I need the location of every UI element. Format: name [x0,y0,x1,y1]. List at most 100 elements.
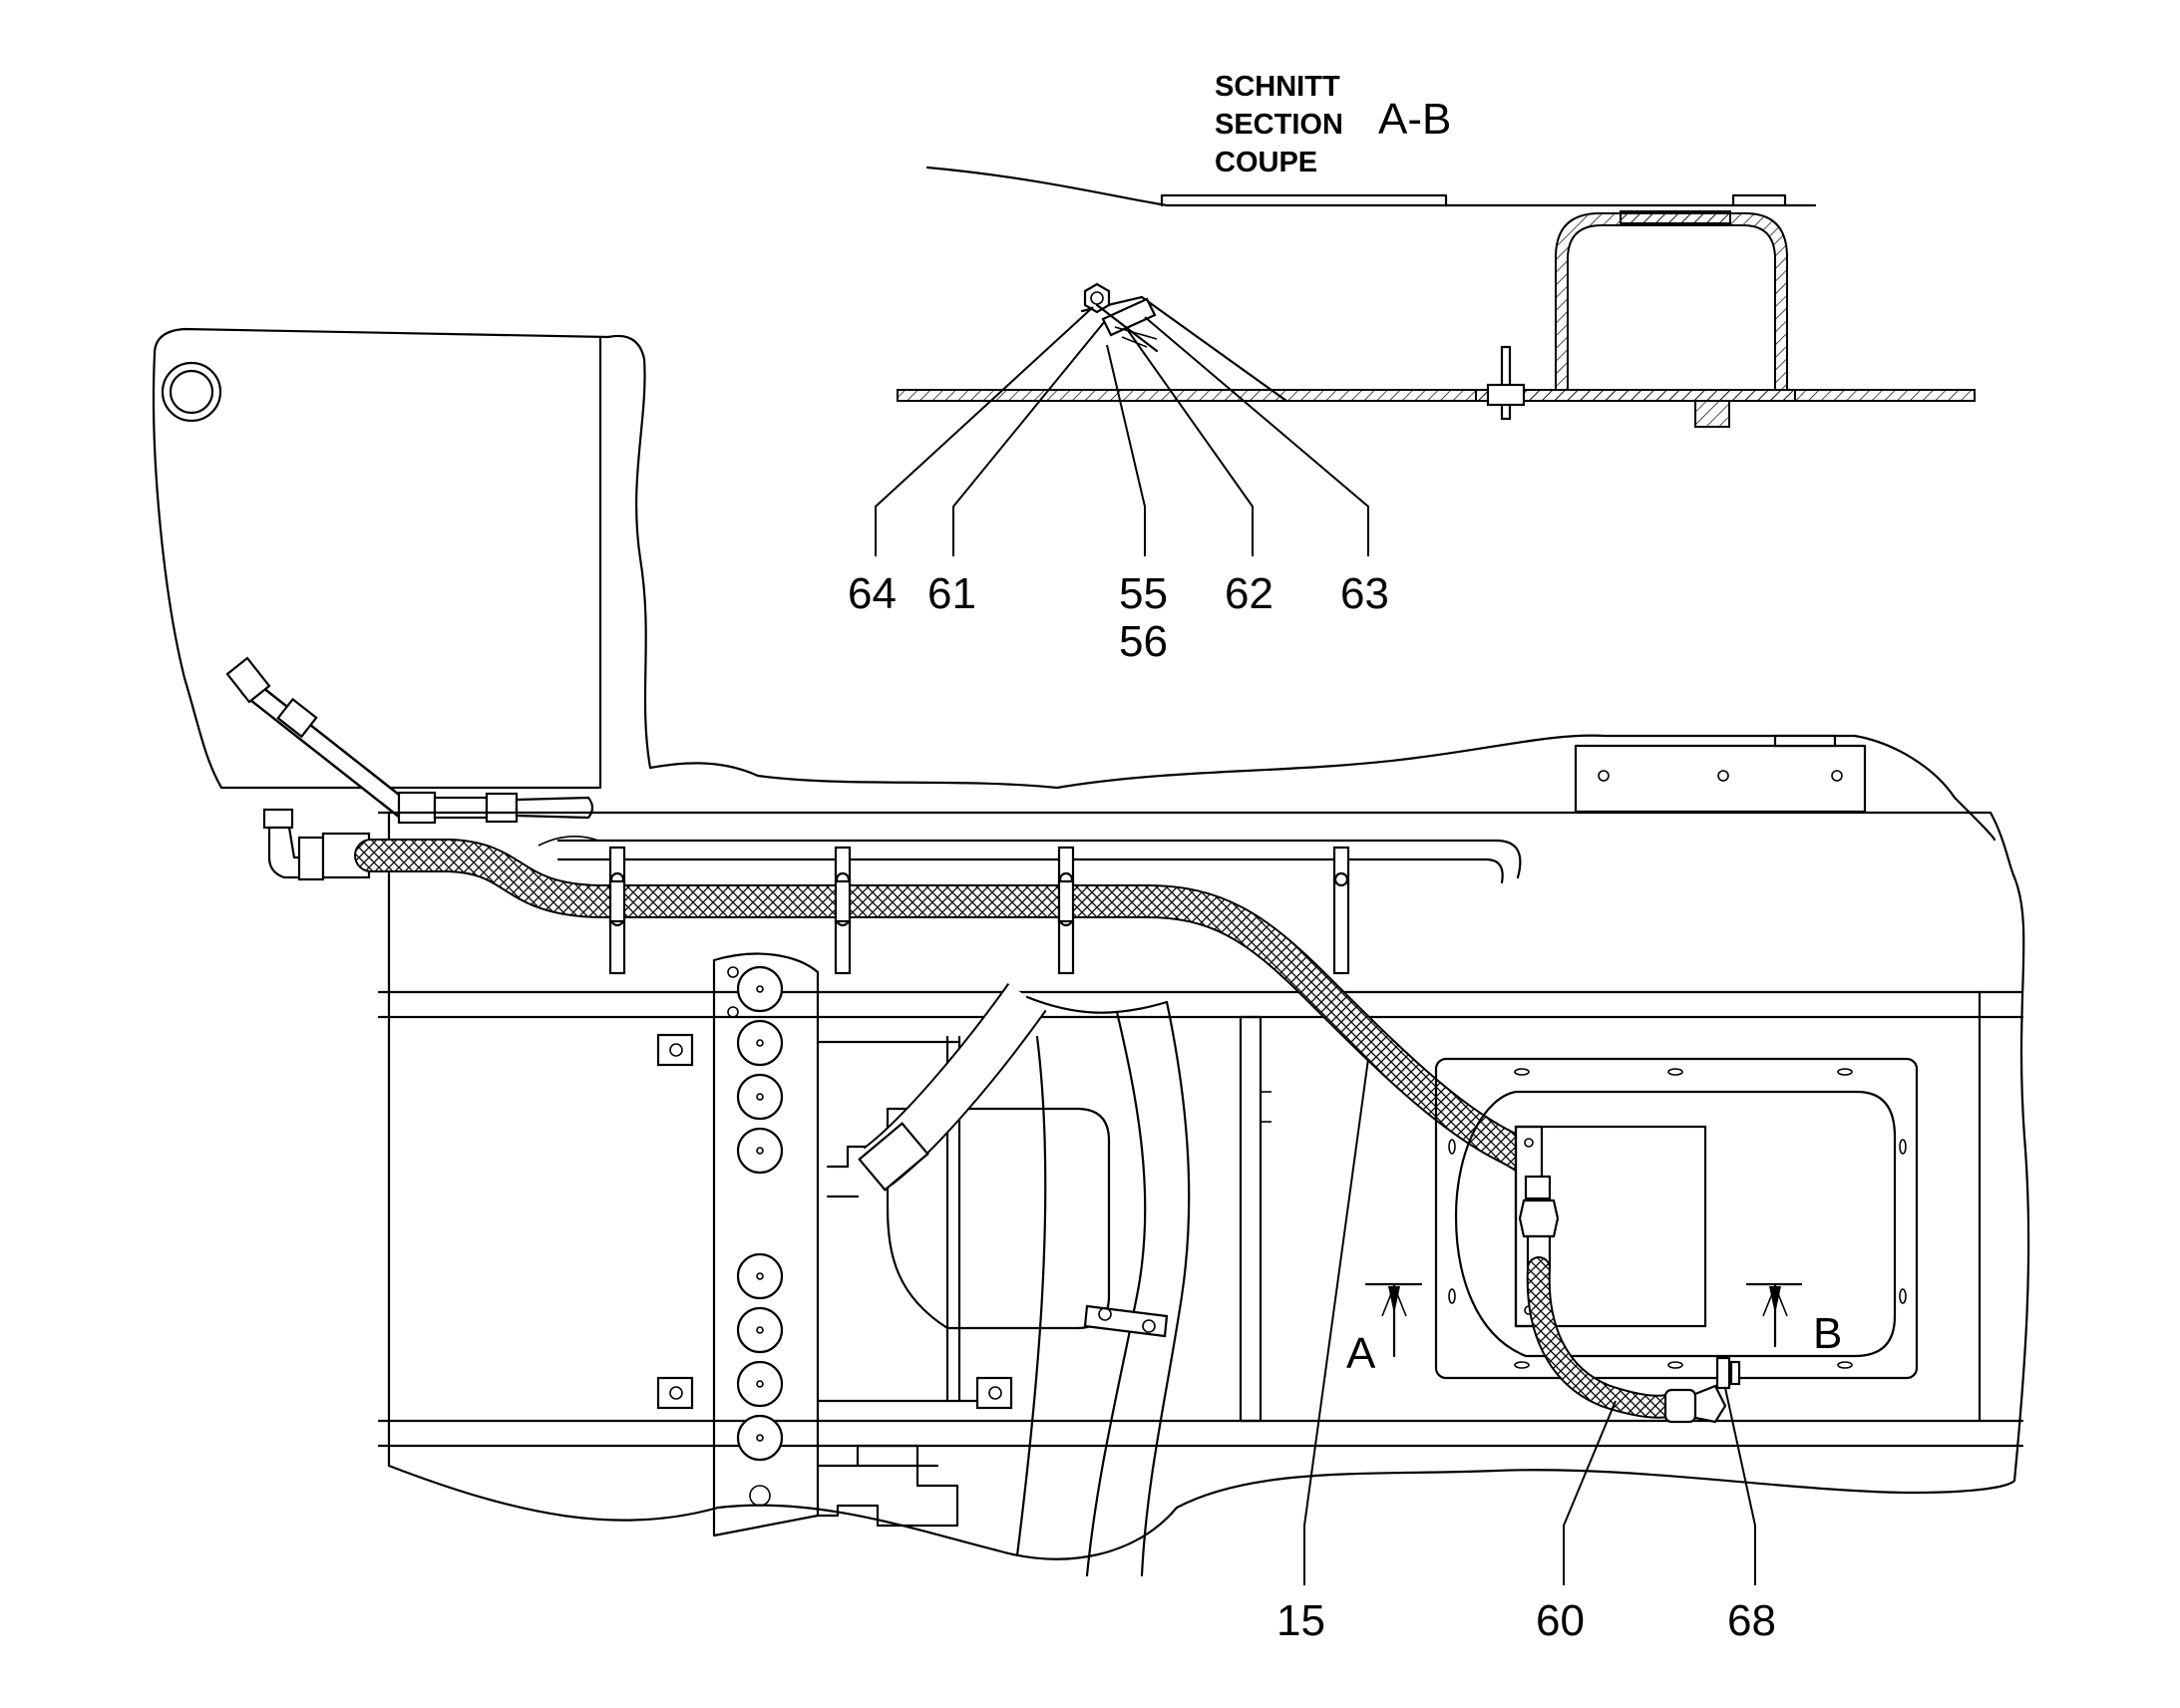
section-clamp-assembly [1083,282,1159,353]
section-a-b-detail: SCHNITT SECTION COUPE A-B [848,71,1976,666]
marker-b-arrow-outline [1762,1283,1788,1317]
hose-60-end [1663,1388,1697,1424]
pump-body [816,1444,959,1528]
duct-top [1025,995,1169,1014]
mount-plate [1574,744,1867,814]
connector-pipe-stub [826,1145,870,1169]
frame-outline [387,811,2030,1560]
strip-hole-2 [727,1006,739,1018]
section-leaders [875,306,1369,556]
vertical-duct [1015,995,1191,1577]
callout-68: 68 [1727,1596,1776,1645]
plug-1 [736,965,784,1013]
section-marker-a: A [1346,1282,1423,1378]
rail-clip-4 [1332,846,1350,975]
duct-left [1085,1010,1147,1577]
marker-a-arrow [1388,1286,1400,1314]
marker-b-label: B [1813,1309,1842,1358]
cover-plate [1434,1057,1919,1380]
marker-a-arrow-outline [1381,1283,1407,1317]
tank-outline [153,327,1997,842]
connector-pipe [826,983,1047,1198]
valve-68 [1715,1356,1731,1390]
callout-62: 62 [1225,569,1273,618]
duct-far-left [1015,1035,1047,1557]
plug-7 [736,1360,784,1408]
leader-15 [1303,1058,1369,1585]
strip-brackets [656,1033,1013,1410]
tube-rail-bottom [556,857,1504,884]
mount-hole-3 [1831,770,1843,782]
strap-3 [1057,879,1075,923]
clip-4-bolt [1333,871,1349,887]
tank-filler-cap [161,361,222,423]
cover-opening [1454,1090,1897,1358]
plug-8 [736,1414,784,1462]
hose-15-braid [356,841,1552,1192]
callout-56: 56 [1119,617,1168,666]
connector-strip [712,952,820,1537]
strap-2 [834,879,852,923]
section-clamp-detail [1114,326,1158,348]
leader-60 [1563,1400,1617,1585]
bracket-left-top-bolt [669,1043,683,1057]
section-top-plate-2 [1731,193,1787,207]
tank-drain-pipe [225,656,594,825]
plug-6 [736,1306,784,1354]
section-lower-block [1694,400,1730,428]
duct-clamp [1083,1304,1169,1338]
access-cover [1434,1057,1919,1380]
section-nut [1083,282,1111,314]
connector-strip-body [712,952,820,1537]
hose-60 [1526,1256,1741,1424]
duct-right [1140,1000,1191,1577]
drain-outlet [515,796,594,820]
plug-3 [736,1073,784,1121]
main-leaders [1303,1058,1756,1585]
leader-63 [1144,316,1369,556]
clip-4-body [1332,846,1350,975]
section-label-fr: COUPE [1215,147,1317,178]
section-floor-plate-right [1475,389,1796,402]
section-floor-plate [897,389,1976,402]
connector-plugs [736,965,784,1462]
section-box-top-weld [1620,210,1731,224]
hose-15-straps [608,879,1075,923]
drain-pipe-inner [241,680,412,818]
bracket-right-bottom [975,1376,1013,1410]
callout-63: 63 [1340,569,1389,618]
mount-hole-1 [1598,770,1610,782]
duct-clamp-bolt-1 [1098,1307,1112,1321]
hose-60-braid [1528,1258,1677,1417]
tube-rail-top [556,839,1522,879]
leader-68 [1724,1387,1756,1585]
strip-hole-bottom [749,1485,771,1507]
middle-post-body [1239,1015,1263,1423]
callout-55: 55 [1119,569,1168,618]
tank [152,327,1997,842]
plug-4 [736,1127,784,1175]
tube-rail-end [538,836,599,847]
lower-pump [816,1444,959,1528]
marker-a-label: A [1346,1329,1376,1378]
plug-5 [736,1252,784,1300]
section-bracket-slope [1140,295,1288,403]
elbow-nut-top [262,808,294,830]
tank-left-edge [152,352,600,790]
leader-62 [1126,328,1254,556]
bracket-right-bottom-bolt [988,1386,1002,1400]
valve-68-cap [1729,1360,1741,1386]
bracket-left-bottom-bolt [669,1386,683,1400]
section-clamp-plate [1101,297,1157,337]
section-bolt-head [1486,383,1526,407]
drain-tee [397,791,437,825]
drain-connector [433,796,489,820]
duct-clamp-bolt-2 [1142,1319,1156,1333]
filter-box-screw [1524,1138,1534,1148]
callout-60: 60 [1536,1596,1585,1645]
bracket-left-top [656,1033,694,1067]
frame [377,734,2030,1560]
drain-nut-2 [485,792,519,824]
callout-64: 64 [848,569,897,618]
